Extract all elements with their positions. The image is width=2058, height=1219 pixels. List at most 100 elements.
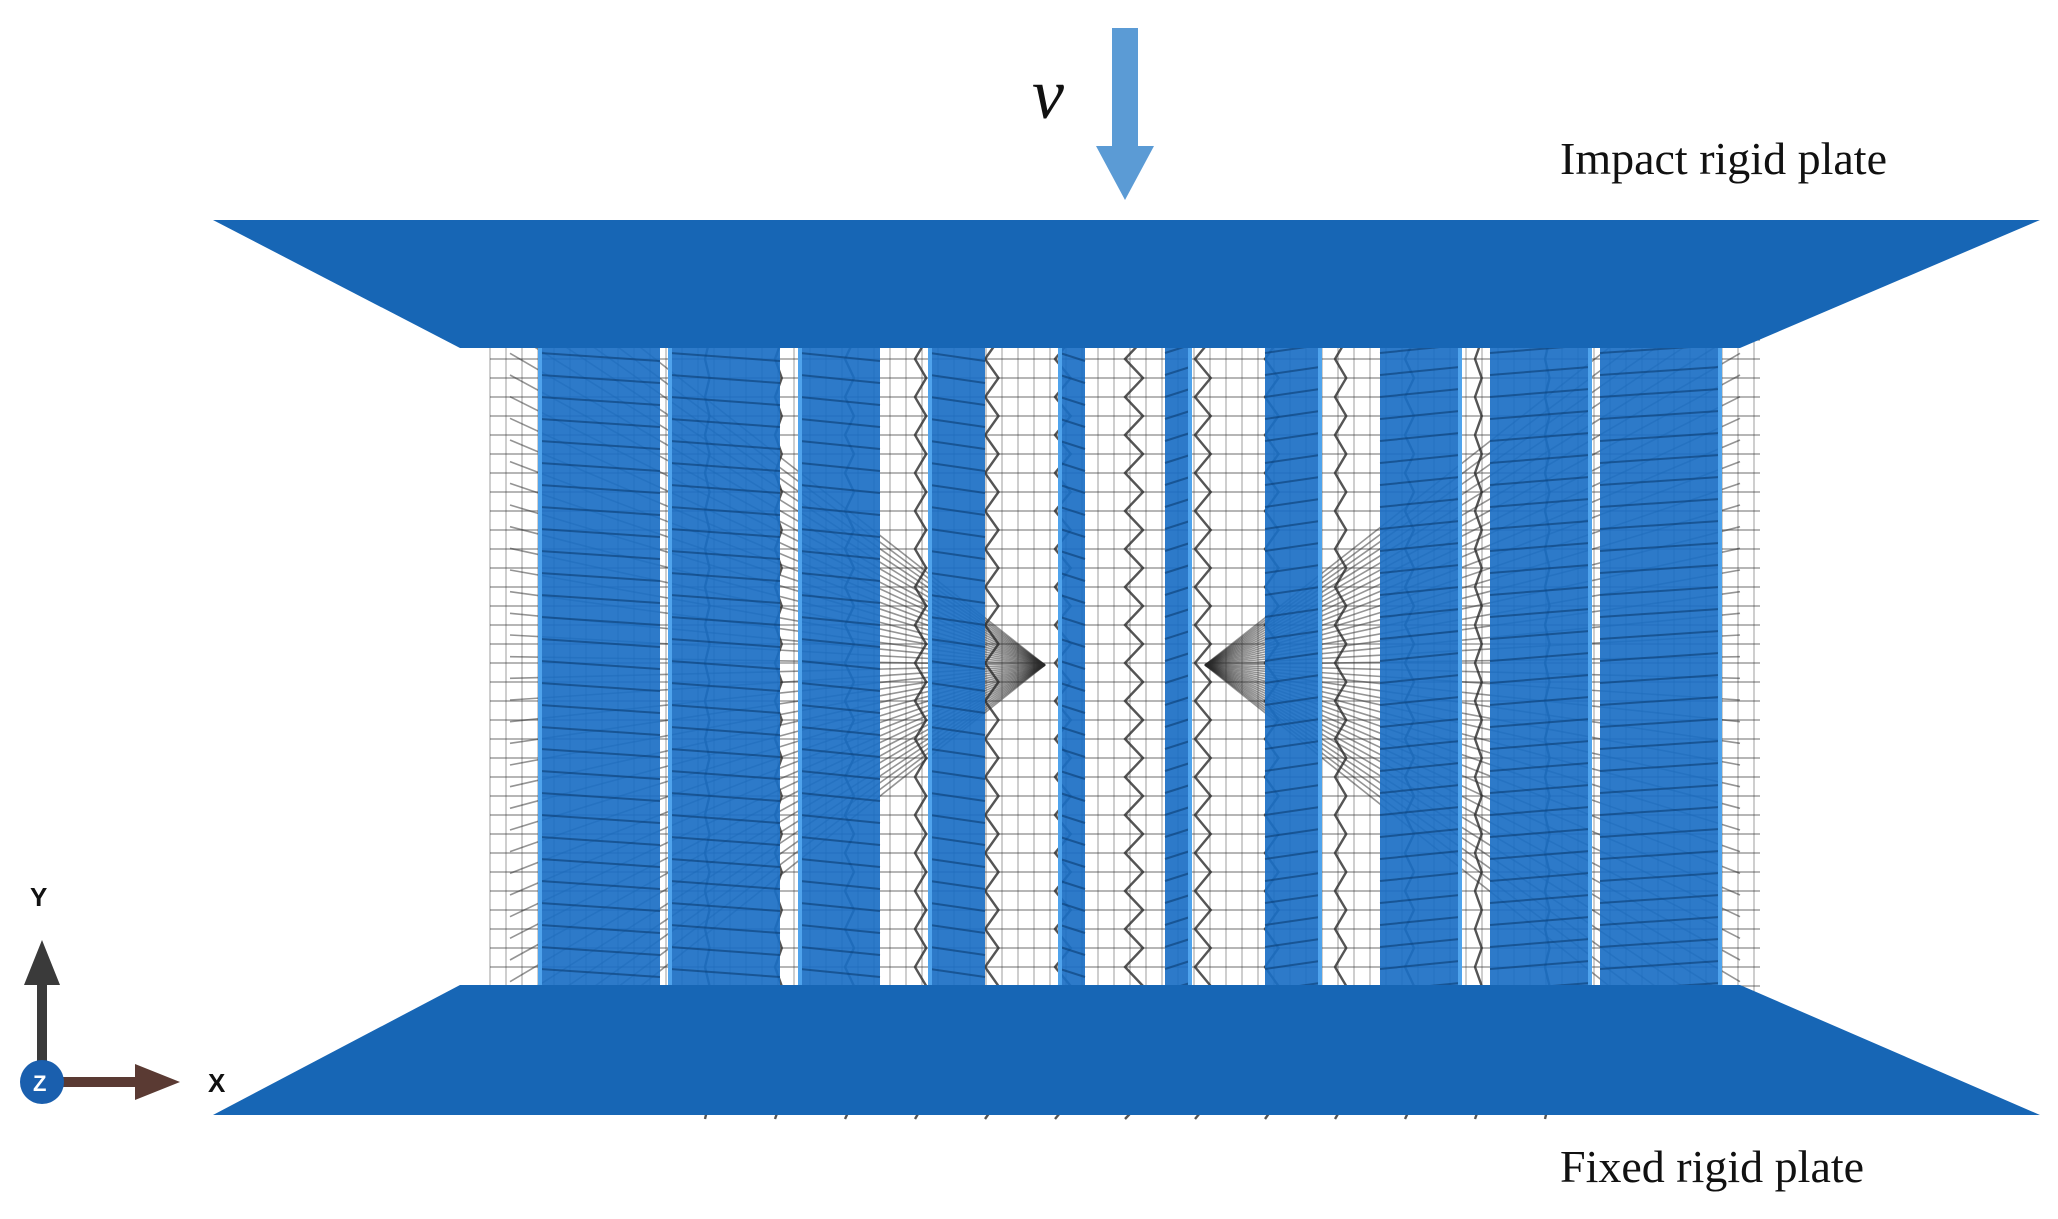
panel-hatch — [799, 902, 881, 912]
panel-hatch — [929, 836, 986, 846]
panel-hatch — [1264, 454, 1321, 464]
velocity-arrow — [1096, 28, 1154, 200]
panel-hatch — [669, 638, 781, 648]
panel-hatch — [1379, 916, 1461, 926]
panel-hatch — [1379, 872, 1461, 882]
panel-hatch — [929, 924, 986, 934]
panel-hatch — [799, 946, 881, 956]
panel-hatch — [1164, 938, 1191, 948]
panel-hatch — [669, 484, 781, 494]
panel-hatch — [1264, 674, 1321, 684]
panel-hatch — [539, 726, 661, 736]
panel-hatch — [1059, 660, 1086, 670]
panel-hatch — [539, 418, 661, 428]
panel-hatch — [539, 528, 661, 538]
panel-hatch — [539, 814, 661, 824]
panel-hatch — [1164, 872, 1191, 882]
panel-hatch — [1059, 638, 1086, 648]
panel-hatch — [929, 704, 986, 714]
panel-hatch — [1059, 902, 1086, 912]
panel-hatch — [929, 396, 986, 406]
panel-hatch — [1164, 432, 1191, 442]
panel-hatch — [1489, 872, 1591, 882]
panel-hatch — [1599, 498, 1721, 508]
panel-hatch — [669, 352, 781, 362]
panel-hatch — [1599, 916, 1721, 926]
panel-hatch — [1599, 630, 1721, 640]
panel-hatch — [1164, 674, 1191, 684]
panel-hatch — [1264, 718, 1321, 728]
panel-hatch — [1059, 462, 1086, 472]
panel-hatch — [1599, 454, 1721, 464]
panel-hatch — [1264, 938, 1321, 948]
panel-hatch — [1379, 564, 1461, 574]
panel-hatch — [929, 594, 986, 604]
panel-hatch — [1379, 652, 1461, 662]
panel-hatch — [1489, 938, 1591, 948]
panel-hatch — [539, 374, 661, 384]
panel-hatch — [929, 748, 986, 758]
panel-hatch — [1379, 718, 1461, 728]
panel-hatch — [929, 946, 986, 956]
panel-hatch — [1489, 542, 1591, 552]
panel-hatch — [1379, 432, 1461, 442]
panel-hatch — [1599, 784, 1721, 794]
panel-hatch — [799, 374, 881, 384]
panel-hatch — [1164, 520, 1191, 530]
panel-hatch — [1164, 454, 1191, 464]
panel-hatch — [1164, 718, 1191, 728]
panel-hatch — [539, 902, 661, 912]
panel-hatch — [1599, 476, 1721, 486]
panel-hatch — [539, 616, 661, 626]
panel-hatch — [669, 880, 781, 890]
panel-hatch — [1489, 652, 1591, 662]
panel-hatch — [1164, 762, 1191, 772]
panel-hatch — [929, 616, 986, 626]
panel-hatch — [799, 814, 881, 824]
panel-hatch — [1489, 850, 1591, 860]
panel-hatch — [1059, 770, 1086, 780]
panel-hatch — [1059, 858, 1086, 868]
panel-hatch — [669, 814, 781, 824]
panel-hatch — [1379, 762, 1461, 772]
panel-hatch — [1599, 564, 1721, 574]
panel-hatch — [539, 484, 661, 494]
panel-hatch — [799, 660, 881, 670]
panel-hatch — [539, 836, 661, 846]
panel-hatch — [1599, 388, 1721, 398]
panel-hatch — [929, 660, 986, 670]
panel-hatch — [539, 858, 661, 868]
panel-hatch — [929, 418, 986, 428]
panel-hatch — [1599, 850, 1721, 860]
panel-hatch — [1489, 432, 1591, 442]
panel-hatch — [1379, 410, 1461, 420]
panel-hatch — [539, 462, 661, 472]
panel-hatch — [929, 726, 986, 736]
x-axis-label: X — [208, 1068, 226, 1098]
panel-hatch — [1264, 542, 1321, 552]
panel-hatch — [1379, 828, 1461, 838]
panel-hatch — [1059, 814, 1086, 824]
coordinate-triad — [20, 940, 180, 1104]
panel-hatch — [1599, 674, 1721, 684]
panel-hatch — [929, 550, 986, 560]
panel-hatch — [1059, 792, 1086, 802]
panel-hatch — [1489, 608, 1591, 618]
panel-hatch — [669, 726, 781, 736]
panel-hatch — [669, 660, 781, 670]
panel-hatch — [929, 572, 986, 582]
panel-hatch — [1489, 630, 1591, 640]
x-axis-arrow-icon — [135, 1064, 180, 1100]
panel-hatch — [539, 748, 661, 758]
panel-hatch — [929, 462, 986, 472]
panel-hatch — [1059, 616, 1086, 626]
panel-hatch — [1599, 960, 1721, 970]
panel-hatch — [1264, 762, 1321, 772]
panel-hatch — [799, 748, 881, 758]
panel-hatch — [1264, 850, 1321, 860]
panel-hatch — [799, 572, 881, 582]
panel-hatch — [1059, 726, 1086, 736]
panel-hatch — [799, 440, 881, 450]
panel-hatch — [1599, 608, 1721, 618]
